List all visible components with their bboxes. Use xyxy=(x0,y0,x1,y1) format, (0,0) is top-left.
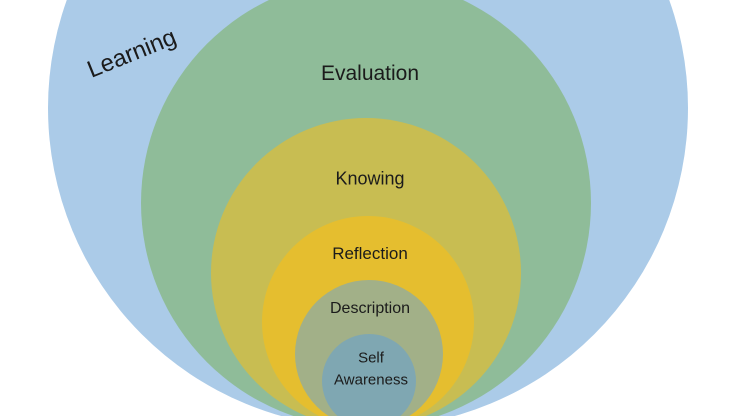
label-reflection: Reflection xyxy=(332,244,408,263)
label-self-awareness: Self Awareness xyxy=(334,349,408,388)
label-knowing: Knowing xyxy=(335,168,405,189)
label-evaluation: Evaluation xyxy=(320,62,420,85)
circle-self-awareness xyxy=(322,334,416,416)
label-description: Description xyxy=(329,300,411,317)
